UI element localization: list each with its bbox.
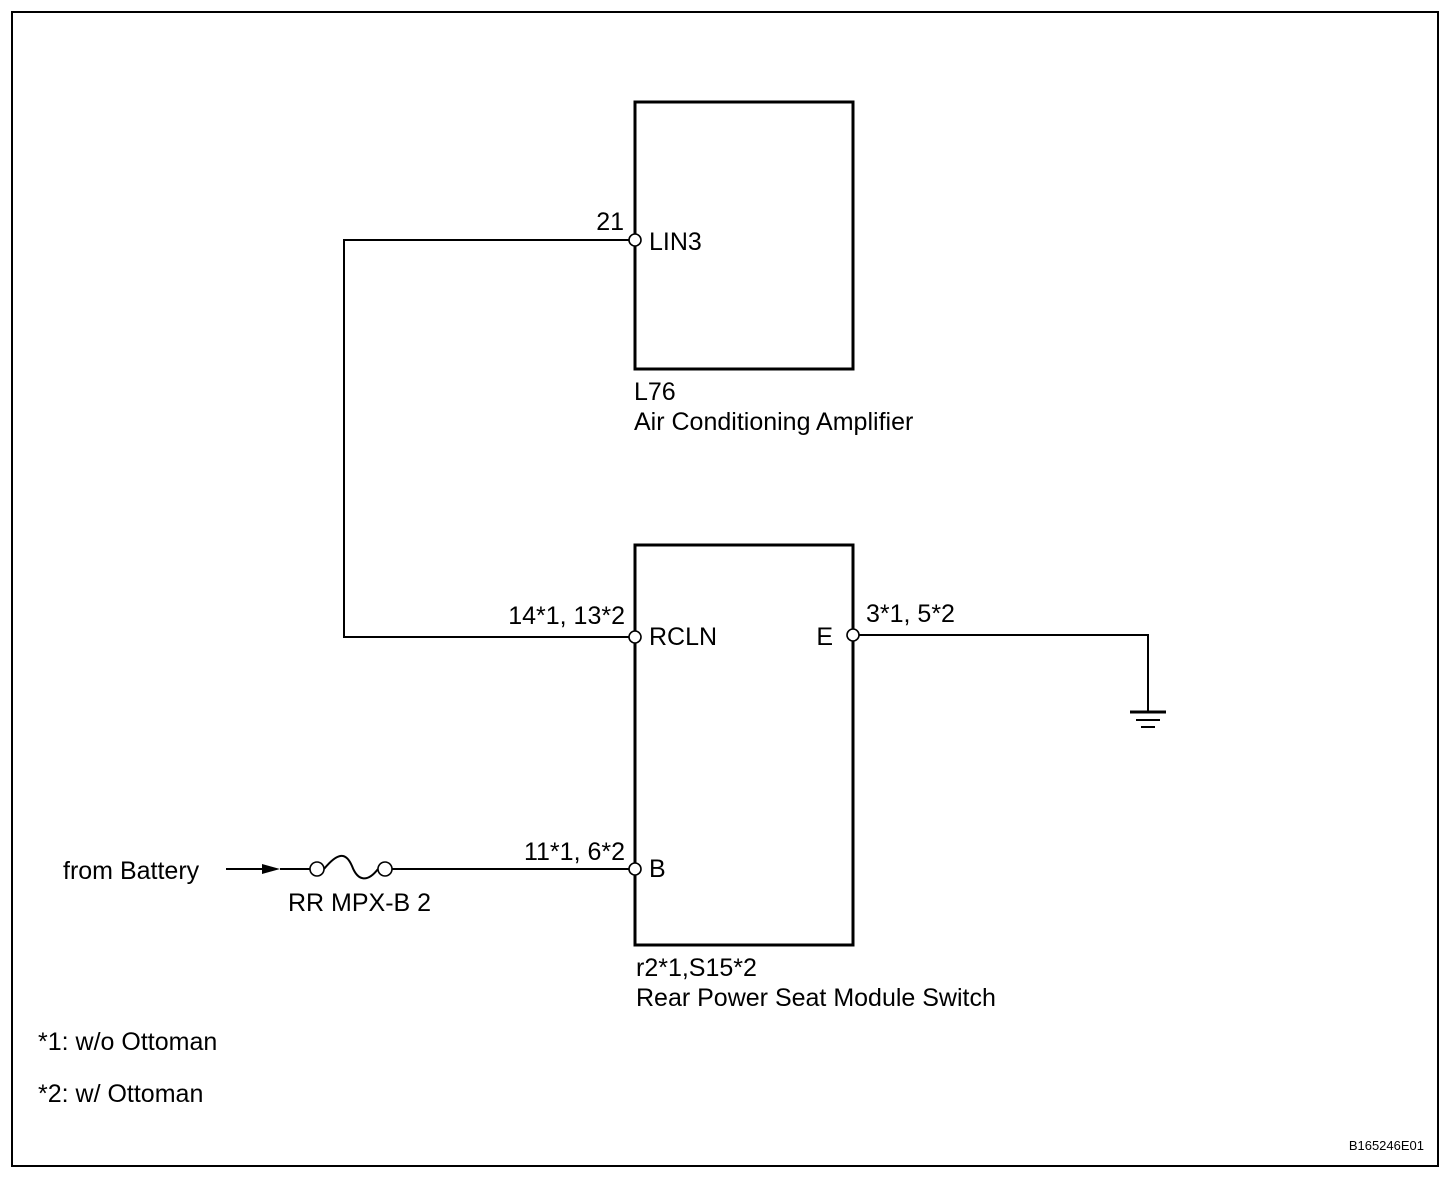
amplifier-name: Air Conditioning Amplifier <box>634 408 913 436</box>
battery-arrow <box>226 864 310 874</box>
lin3-pin-terminal <box>628 233 642 247</box>
seat-switch-box <box>633 543 855 947</box>
rcln-pin-terminal <box>628 630 642 644</box>
b-pin-number: 11*1, 6*2 <box>524 838 625 866</box>
ground-wire <box>859 634 1149 711</box>
e-pin-terminal <box>846 628 860 642</box>
ground-symbol <box>1130 710 1166 728</box>
lin-wire <box>343 239 629 638</box>
rcln-pin-number: 14*1, 13*2 <box>508 602 625 630</box>
e-pin-number: 3*1, 5*2 <box>866 600 955 628</box>
rcln-pin-name: RCLN <box>649 623 717 651</box>
b-pin-terminal <box>628 862 642 876</box>
figure-id: B165246E01 <box>1349 1138 1424 1153</box>
amplifier-pin-number: 21 <box>596 208 624 236</box>
fuse-label: RR MPX-B 2 <box>288 889 431 917</box>
amplifier-pin-name: LIN3 <box>649 228 702 256</box>
amplifier-code: L76 <box>634 378 676 406</box>
note-2: *2: w/ Ottoman <box>38 1080 203 1108</box>
diagram-frame <box>11 11 1439 1167</box>
note-1: *1: w/o Ottoman <box>38 1028 217 1056</box>
b-pin-name: B <box>649 855 666 883</box>
e-pin-name: E <box>816 623 833 651</box>
battery-source-label: from Battery <box>63 857 200 885</box>
seat-switch-name: Rear Power Seat Module Switch <box>636 984 996 1012</box>
seat-switch-code: r2*1,S15*2 <box>636 954 757 982</box>
fuse-symbol <box>309 854 393 880</box>
